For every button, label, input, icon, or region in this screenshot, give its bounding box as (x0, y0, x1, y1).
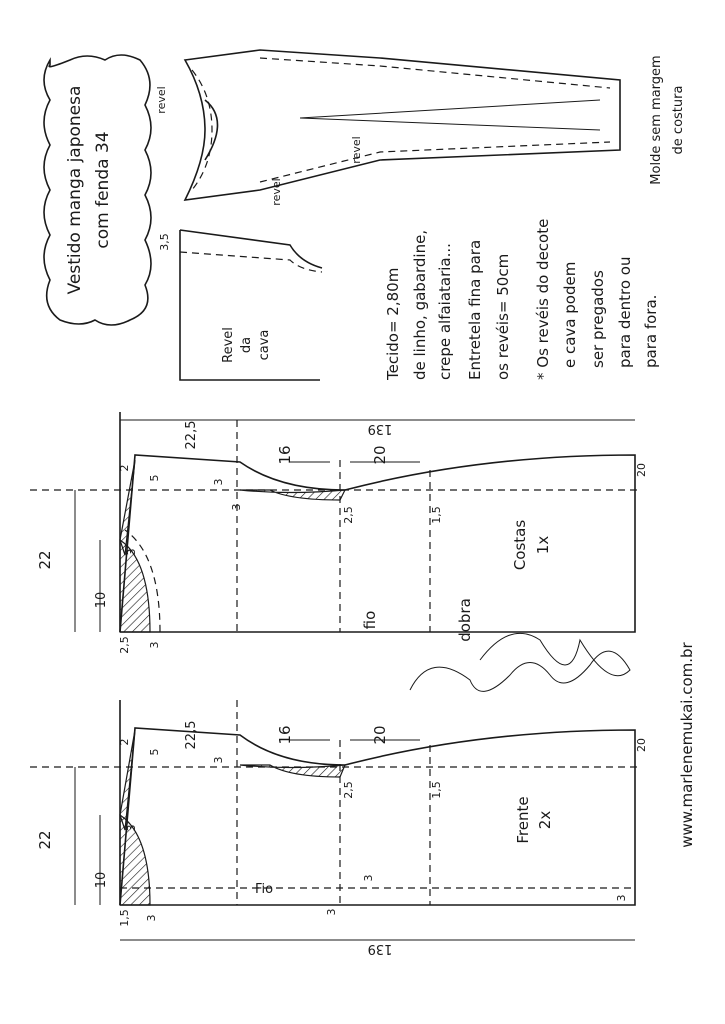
revel-label-2: revel (350, 136, 363, 163)
facing-label-1: Revel (221, 327, 236, 363)
front-arm-gap: 3 (212, 757, 225, 764)
note-line: os revéis= 50cm (494, 254, 512, 380)
back-piece-name: Costas (511, 520, 529, 571)
front-facing-top: 3 (125, 825, 138, 832)
front-sleeve: 16 (276, 725, 294, 744)
front-facing: 3 (145, 915, 158, 922)
front-piece-name: Frente (514, 796, 532, 843)
back-pattern-piece: 139 22 10 22,5 16 20 2 5 3 3 2,5 1,5 20 … (30, 412, 648, 654)
note-line: Tecido= 2,80m (384, 268, 402, 381)
note-line: e cava podem (561, 262, 579, 368)
note-line: de linho, gabardine, (411, 230, 429, 380)
back-sleeve: 16 (276, 445, 294, 464)
front-side: 20 (371, 725, 389, 744)
front-pattern-piece: 22 10 22,5 16 20 2 5 3 2,5 1,5 20 1,5 3 … (30, 700, 648, 956)
margin-note-line-2: de costura (671, 86, 686, 155)
back-underarm: 2,5 (342, 506, 355, 524)
note-line: para fora. (642, 295, 660, 368)
dress-sketch: revel revel revel (155, 49, 621, 206)
facing-label-2: da (239, 337, 254, 353)
title-cloud: Vestido manga japonesa com fenda 34 (43, 54, 152, 326)
back-facing: 3 (148, 642, 161, 649)
back-neck-width: 5 (148, 475, 161, 482)
front-neck-drop: 2 (118, 739, 131, 746)
back-arm-gap: 3 (212, 479, 225, 486)
front-placket: 1,5 (118, 909, 131, 927)
front-half-width: 22 (36, 830, 54, 849)
armhole-facing-piece: 3,5 Revel da cava (158, 229, 323, 381)
front-length: 139 (368, 941, 393, 956)
back-grain: fio (361, 611, 379, 630)
revel-label-3: revel (270, 178, 283, 205)
title-line-1: Vestido manga japonesa (65, 86, 85, 295)
back-shoulder: 22,5 (184, 421, 199, 450)
back-arm-gap-2: 3 (230, 504, 243, 511)
front-slit-b: 3 (325, 909, 338, 916)
back-side: 20 (371, 445, 389, 464)
back-neck-depth: 10 (94, 592, 109, 609)
note-line: Entretela fina para (466, 240, 484, 380)
revel-label-1: revel (155, 86, 168, 113)
back-side-flare: 1,5 (430, 506, 443, 524)
front-shoulder: 22,5 (184, 721, 199, 750)
note-line: * Os revéis do decote (534, 219, 552, 380)
front-hem: 20 (635, 738, 648, 752)
back-hem: 20 (635, 463, 648, 477)
back-facing-top: 3 (125, 549, 138, 556)
front-hem-margin: 3 (615, 895, 628, 902)
front-side-flare: 1,5 (430, 781, 443, 799)
front-grain: Fio (255, 882, 273, 897)
front-piece-qty: 2x (536, 811, 554, 830)
fabric-notes: Tecido= 2,80m de linho, gabardine, crepe… (384, 219, 660, 381)
front-slit-a: 3 (362, 875, 375, 882)
note-line: crepe alfaiataria... (436, 243, 454, 380)
back-piece-qty: 1x (534, 536, 552, 555)
signature (409, 632, 631, 692)
back-fold-offset: 2,5 (118, 636, 131, 654)
front-neck-width: 5 (148, 749, 161, 756)
note-line: ser pregados (589, 270, 607, 368)
back-fold: dobra (456, 598, 474, 642)
note-line: para dentro ou (616, 257, 634, 368)
back-half-width: 22 (36, 550, 54, 569)
title-line-2: com fenda 34 (93, 131, 113, 248)
front-neck-depth: 10 (94, 872, 109, 889)
facing-label-3: cava (257, 330, 272, 361)
back-neck-drop: 2 (118, 465, 131, 472)
front-underarm: 2,5 (342, 781, 355, 799)
back-length: 139 (368, 421, 393, 436)
facing-measure: 3,5 (158, 233, 171, 251)
website: www.marlenemukai.com.br (678, 641, 696, 847)
margin-note-line-1: Molde sem margem (649, 55, 664, 184)
